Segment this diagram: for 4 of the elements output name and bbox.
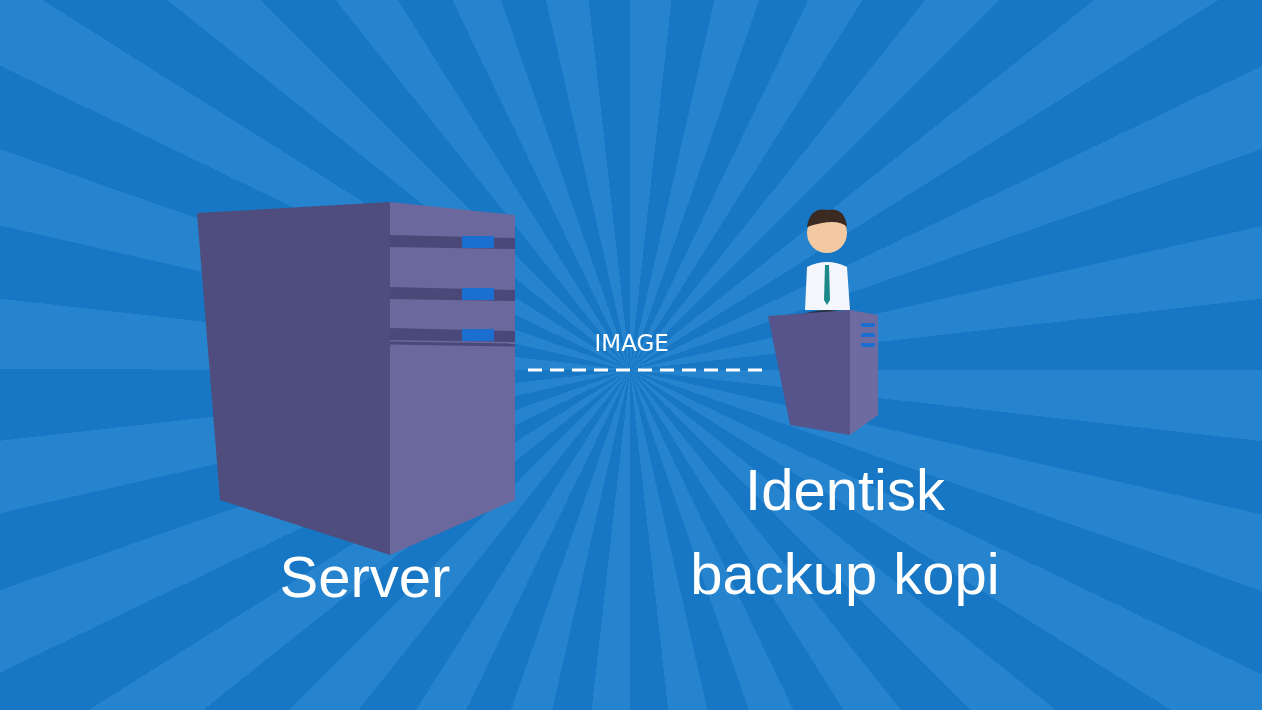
node-label: Identisk backup kopi (689, 456, 1001, 608)
edge-label: IMAGE (594, 330, 669, 356)
node-label: Server (278, 543, 452, 611)
dashed-connector (528, 368, 765, 372)
